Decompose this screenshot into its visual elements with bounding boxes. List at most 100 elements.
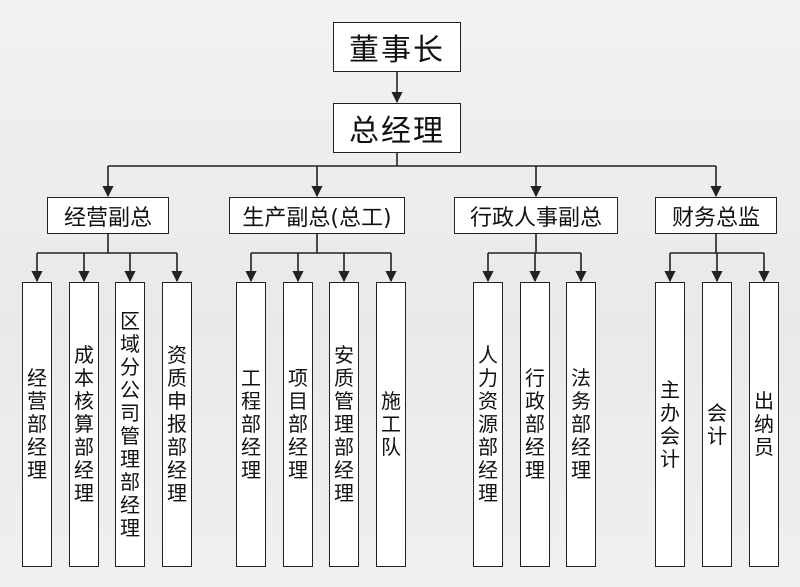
department-box: 人力资源部经理	[473, 282, 503, 567]
department-label-column: 施工队	[381, 390, 401, 459]
department-label-char: 司	[120, 400, 140, 425]
department-label: 区域分公司管理部经理	[120, 308, 140, 540]
department-label-char: 经	[334, 458, 354, 482]
department-label-char: 理	[334, 412, 354, 436]
department-label-char: 理	[167, 481, 187, 505]
department-label-char: 会	[707, 400, 727, 425]
department-box: 行政部经理	[520, 282, 550, 567]
department-label-char: 域	[120, 331, 140, 356]
department-label-char: 员	[754, 435, 774, 459]
department-label-char: 主	[660, 377, 680, 402]
department-label-char: 经	[571, 435, 591, 459]
department-label-column: 区域分公司管理部经理	[120, 308, 140, 540]
department-label-column: 法务部经理	[571, 367, 591, 482]
department-label-char: 理	[478, 481, 498, 505]
department-box: 出纳员	[749, 282, 779, 567]
department-label: 资质申报部经理	[167, 344, 187, 505]
department-label-char: 理	[120, 446, 140, 471]
department-label-char: 施	[381, 389, 401, 413]
department-label-char: 部	[74, 435, 94, 459]
department-label-char: 理	[241, 458, 261, 482]
department-label-char: 源	[478, 412, 498, 436]
department-label-char: 理	[120, 515, 140, 540]
department-label-char: 人	[478, 343, 498, 367]
department-label: 出纳员	[754, 390, 774, 459]
department-label-char: 资	[167, 343, 187, 367]
department-label-char: 安	[334, 343, 354, 367]
vp-business-box: 经营副总	[47, 197, 169, 234]
department-label: 会计	[707, 400, 727, 448]
department-label-char: 成	[74, 343, 94, 367]
department-label-char: 部	[167, 435, 187, 459]
department-label-char: 经	[241, 435, 261, 459]
department-label-char: 理	[27, 458, 47, 482]
department-label-char: 计	[660, 446, 680, 471]
department-label-column: 人力资源部经理	[478, 344, 498, 505]
department-label-column: 工程部经理	[241, 367, 261, 482]
department-label: 主办会计	[660, 377, 680, 471]
department-label-char: 办	[660, 400, 680, 425]
department-label-char: 部	[525, 412, 545, 436]
department-label-char: 经	[27, 435, 47, 459]
department-box: 法务部经理	[566, 282, 596, 567]
department-label-column: 行政部经理	[525, 367, 545, 482]
department-label-char: 经	[27, 366, 47, 390]
department-label: 施工队	[381, 390, 401, 459]
department-label-char: 公	[120, 377, 140, 402]
department-label-char: 管	[334, 389, 354, 413]
department-label-char: 部	[27, 412, 47, 436]
department-label-char: 算	[74, 412, 94, 436]
department-label-char: 经	[120, 492, 140, 517]
department-label-char: 理	[571, 458, 591, 482]
department-box: 区域分公司管理部经理	[115, 282, 145, 567]
vp-production-box: 生产副总(总工)	[229, 197, 405, 234]
department-label-char: 队	[381, 435, 401, 459]
department-label-char: 法	[571, 366, 591, 390]
department-label-char: 营	[27, 389, 47, 413]
department-label-char: 行	[525, 366, 545, 390]
department-label: 人力资源部经理	[478, 344, 498, 505]
department-box: 项目部经理	[283, 282, 313, 567]
department-label-char: 经	[74, 458, 94, 482]
department-label-char: 部	[334, 435, 354, 459]
department-label-char: 分	[120, 354, 140, 379]
department-label-char: 部	[120, 469, 140, 494]
general-manager-box: 总经理	[333, 103, 461, 153]
department-label-char: 出	[754, 389, 774, 413]
department-label-char: 理	[74, 481, 94, 505]
department-label-char: 经	[525, 435, 545, 459]
department-label-char: 质	[334, 366, 354, 390]
department-label-column: 项目部经理	[288, 367, 308, 482]
department-label-char: 工	[241, 366, 261, 390]
department-label-char: 管	[120, 423, 140, 448]
vp-admin-hr-box: 行政人事副总	[454, 197, 618, 234]
cfo-box: 财务总监	[655, 197, 777, 234]
department-label-char: 经	[288, 435, 308, 459]
department-label-char: 部	[571, 412, 591, 436]
department-label-char: 会	[660, 423, 680, 448]
department-box: 主办会计	[655, 282, 685, 567]
department-box: 资质申报部经理	[162, 282, 192, 567]
department-box: 工程部经理	[236, 282, 266, 567]
department-label: 行政部经理	[525, 367, 545, 482]
department-label-column: 资质申报部经理	[167, 344, 187, 505]
department-label: 法务部经理	[571, 367, 591, 482]
department-label: 项目部经理	[288, 367, 308, 482]
department-label-char: 部	[241, 412, 261, 436]
department-label-column: 会计	[707, 400, 727, 448]
department-label-char: 本	[74, 366, 94, 390]
department-label: 成本核算部经理	[74, 344, 94, 505]
department-label-char: 理	[334, 481, 354, 505]
department-label: 安质管理部经理	[334, 344, 354, 505]
department-label-column: 安质管理部经理	[334, 344, 354, 505]
department-label-char: 区	[120, 308, 140, 333]
department-label-char: 报	[167, 412, 187, 436]
department-label-char: 部	[478, 435, 498, 459]
department-box: 安质管理部经理	[329, 282, 359, 567]
department-label-char: 程	[241, 389, 261, 413]
department-label-char: 纳	[754, 412, 774, 436]
department-label-char: 力	[478, 366, 498, 390]
department-label-column: 主办会计	[660, 377, 680, 471]
department-label-char: 经	[478, 458, 498, 482]
